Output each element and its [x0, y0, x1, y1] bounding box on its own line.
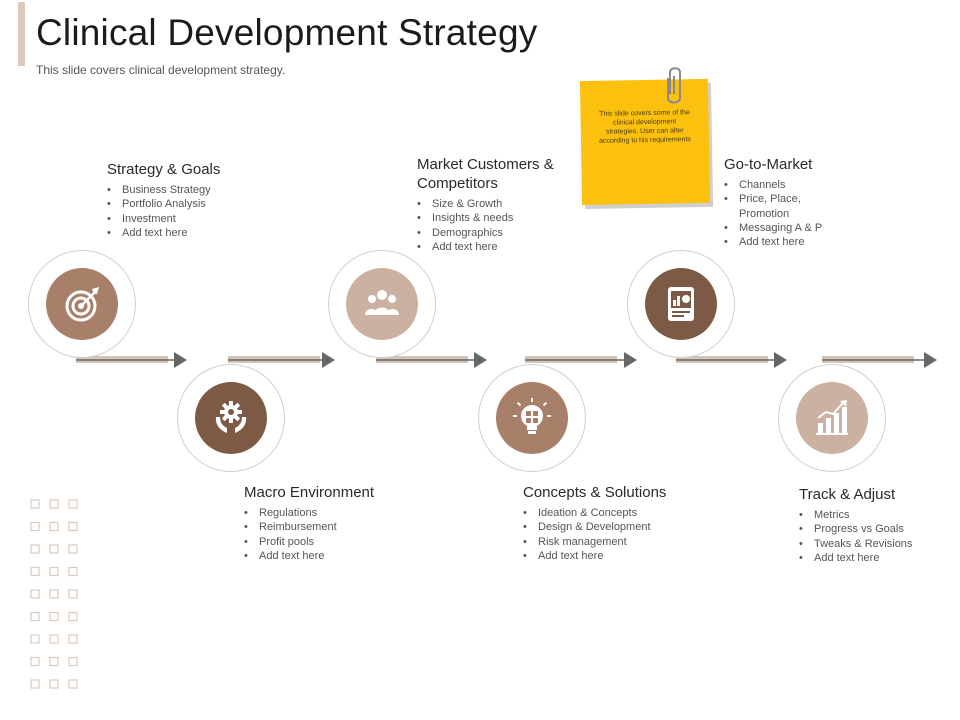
grid-square: [68, 589, 78, 599]
list-item: Design & Development: [523, 520, 703, 535]
list-item: Progress vs Goals: [799, 522, 939, 537]
arrow-head: [624, 352, 637, 368]
list-item: Profit pools: [244, 535, 404, 550]
decorative-square-grid: [30, 499, 78, 689]
list-item: Size & Growth: [417, 197, 567, 212]
step-block-market-customers: Market Customers & Competitors Size & Gr…: [417, 155, 567, 254]
arrow-head: [322, 352, 335, 368]
connector-bar: [822, 356, 914, 363]
list-item: Risk management: [523, 535, 703, 550]
list-item: Investment: [107, 212, 267, 227]
list-item: Add text here: [417, 240, 567, 255]
grid-square: [49, 589, 59, 599]
gear-hands-icon: [215, 401, 247, 433]
step-icon-disc: [496, 382, 568, 454]
grid-square: [30, 634, 40, 644]
step-bullet-list: Channels Price, Place, Promotion Messagi…: [724, 178, 834, 250]
step-bullet-list: Regulations Reimbursement Profit pools A…: [244, 506, 404, 563]
grid-square: [68, 679, 78, 689]
arrow-head: [774, 352, 787, 368]
grid-square: [49, 566, 59, 577]
list-item: Add text here: [724, 235, 834, 250]
grid-square: [49, 521, 59, 532]
list-item: Insights & needs: [417, 211, 567, 226]
list-item: Add text here: [244, 549, 404, 564]
step-icon-disc: [46, 268, 118, 340]
grid-square: [68, 566, 78, 577]
step-bullet-list: Business Strategy Portfolio Analysis Inv…: [107, 183, 267, 240]
step-icon-disc: [645, 268, 717, 340]
step-title: Strategy & Goals: [107, 161, 221, 178]
step-bullet-list: Ideation & Concepts Design & Development…: [523, 506, 703, 563]
connector-bar: [228, 356, 320, 363]
list-item: Portfolio Analysis: [107, 197, 267, 212]
grid-square: [49, 679, 59, 689]
grid-square: [30, 679, 40, 689]
list-item: Metrics: [799, 508, 939, 523]
target-icon: [65, 287, 99, 322]
list-item: Business Strategy: [107, 183, 267, 198]
grid-square: [68, 544, 78, 554]
step-block-track-adjust: Track & Adjust Metrics Progress vs Goals…: [799, 485, 939, 565]
step-block-macro-environment: Macro Environment Regulations Reimbursem…: [244, 483, 404, 563]
list-item: Messaging A & P: [724, 221, 834, 236]
sticky-note: This slide covers some of the clinical d…: [579, 78, 711, 206]
list-item: Tweaks & Revisions: [799, 537, 939, 552]
list-item: Reimbursement: [244, 520, 404, 535]
list-item: Channels: [724, 178, 834, 193]
grid-square: [30, 499, 40, 509]
step-title: Macro Environment: [244, 484, 375, 501]
grid-square: [30, 656, 40, 667]
step-title: Track & Adjust: [799, 486, 896, 503]
grid-square: [68, 521, 78, 532]
page-title: Clinical Development Strategy: [36, 12, 538, 53]
sticky-note-text: This slide covers some of the clinical d…: [598, 109, 691, 145]
grid-square: [30, 544, 40, 554]
step-block-strategy-goals: Strategy & Goals Business Strategy Portf…: [107, 160, 267, 240]
grid-square: [30, 566, 40, 577]
list-item: Add text here: [799, 551, 939, 566]
arrow-head: [924, 352, 937, 368]
list-item: Add text here: [107, 226, 267, 241]
grid-square: [49, 499, 59, 509]
grid-square: [49, 634, 59, 644]
grid-square: [68, 634, 78, 644]
connector-bar: [525, 356, 617, 363]
title-accent-bar: [18, 2, 25, 66]
grid-square: [49, 611, 59, 622]
people-group-icon: [365, 290, 399, 315]
step-block-concepts-solutions: Concepts & Solutions Ideation & Concepts…: [523, 483, 703, 563]
grid-square: [30, 611, 40, 622]
tablet-chart-icon: [668, 287, 694, 321]
paperclip-icon: [667, 67, 681, 104]
page-subtitle: This slide covers clinical development s…: [36, 63, 286, 77]
step-bullet-list: Size & Growth Insights & needs Demograph…: [417, 197, 567, 254]
grid-square: [68, 611, 78, 622]
grid-square: [49, 544, 59, 554]
lightbulb-puzzle-icon: [513, 398, 551, 434]
grid-square: [30, 589, 40, 599]
step-title: Go-to-Market: [724, 156, 813, 173]
list-item: Add text here: [523, 549, 703, 564]
step-icon-disc: [195, 382, 267, 454]
grid-square: [68, 499, 78, 509]
step-title: Concepts & Solutions: [523, 484, 667, 501]
grid-square: [68, 656, 78, 667]
list-item: Demographics: [417, 226, 567, 241]
grid-square: [30, 521, 40, 532]
step-icon-disc: [346, 268, 418, 340]
bar-chart-growth-icon: [816, 400, 848, 435]
step-icon-disc: [796, 382, 868, 454]
step-title: Market Customers & Competitors: [417, 156, 554, 192]
arrow-head: [474, 352, 487, 368]
grid-square: [49, 656, 59, 667]
list-item: Ideation & Concepts: [523, 506, 703, 521]
step-block-go-to-market: Go-to-Market Channels Price, Place, Prom…: [724, 155, 884, 250]
arrow-head: [174, 352, 187, 368]
step-bullet-list: Metrics Progress vs Goals Tweaks & Revis…: [799, 508, 939, 565]
list-item: Regulations: [244, 506, 404, 521]
list-item: Price, Place, Promotion: [724, 192, 834, 221]
